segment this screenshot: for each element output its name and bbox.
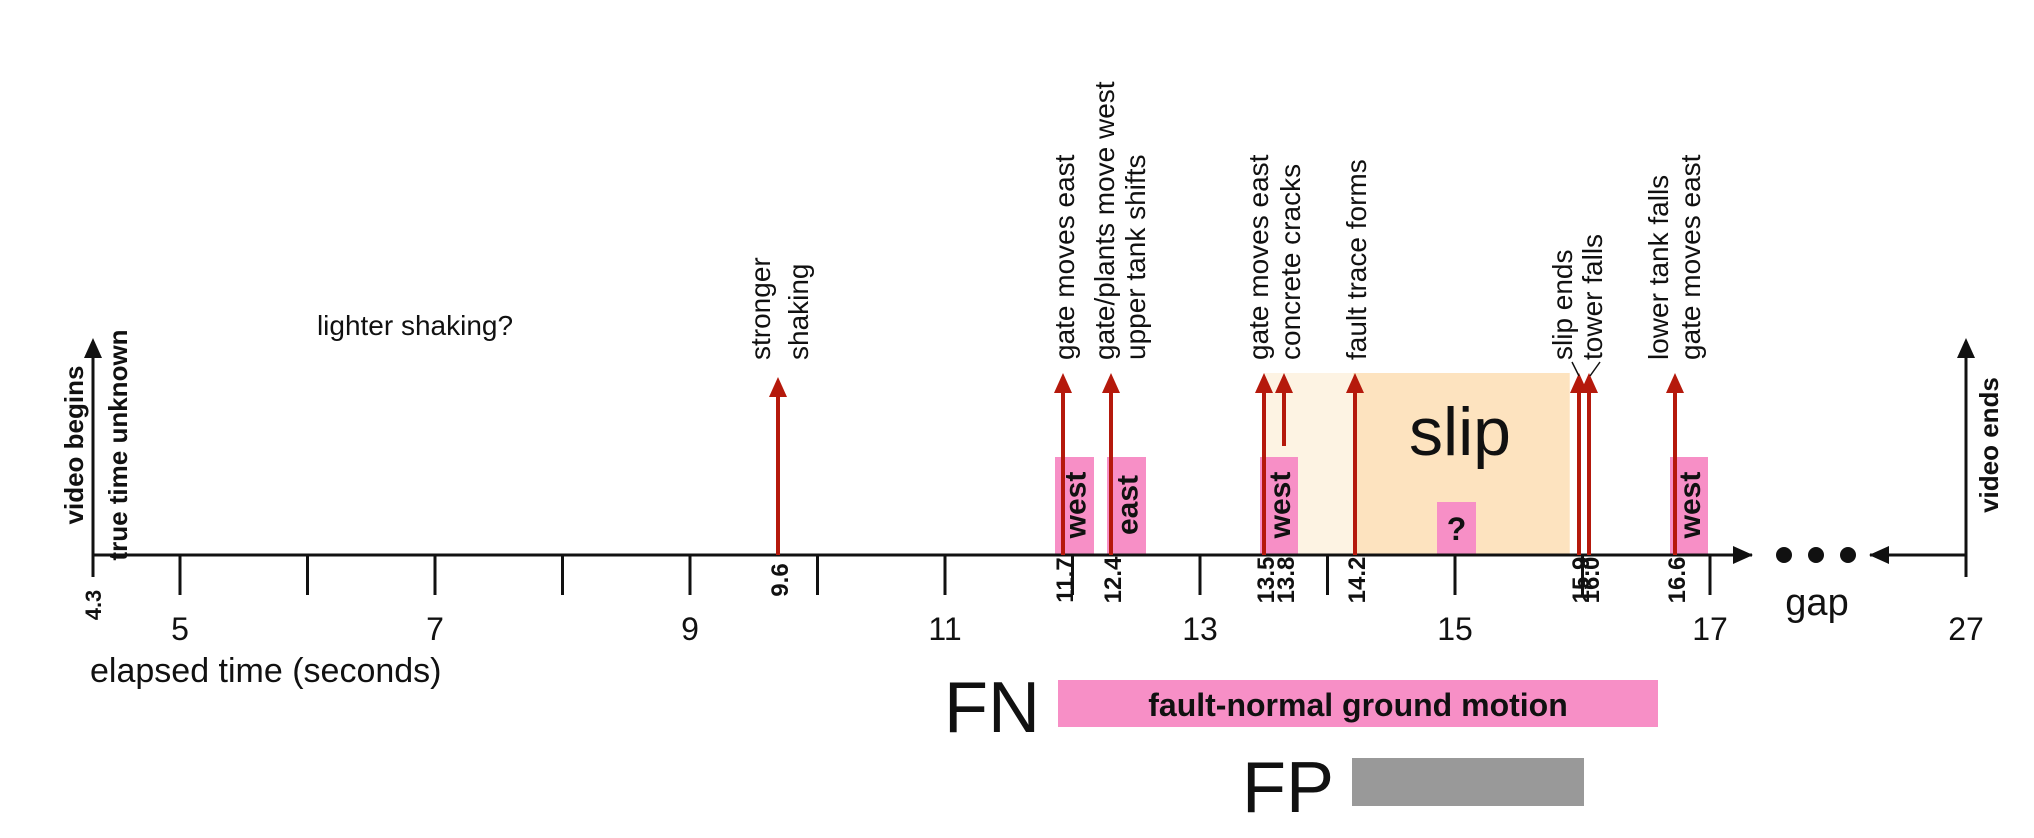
video-begins-arrow-icon [84,338,102,358]
event-arrow-icon [1102,373,1120,393]
event-caption: shaking [783,263,814,360]
motion-box [1437,502,1476,555]
event-caption: lower tank falls [1643,175,1674,360]
event-arrow-icon [1666,373,1684,393]
lighter-shaking-annotation: lighter shaking? [317,310,513,341]
event-time-label: 14.2 [1344,557,1371,604]
event-caption: stronger [745,257,776,360]
motion-box-label: west [1264,472,1297,540]
true-time-unknown-label: true time unknown [103,329,133,560]
motion-box-label: west [1674,472,1707,540]
motion-box [1260,457,1298,555]
tower-falls-leader [1589,361,1601,377]
event-time-label: 12.4 [1100,556,1127,603]
axis-arrow-left-icon [1869,546,1889,564]
event-time-label: 16.6 [1664,557,1691,604]
motion-box-label: west [1060,472,1093,540]
event-time-label: 11.7 [1052,557,1079,602]
event-caption: slip ends [1547,249,1578,360]
slip-ends-leader [1571,361,1580,377]
event-time-label: 13.8 [1273,557,1300,604]
x-axis-title: elapsed time (seconds) [90,652,442,690]
event-caption: tower falls [1577,234,1608,360]
axis-arrow-right-icon [1733,546,1753,564]
event-arrow-icon [769,377,787,397]
gap-label: gap [1785,582,1848,624]
fp-name-label: FP [1242,748,1334,828]
event-time-label: 16.0 [1578,557,1605,604]
fn-bar-label: fault-normal ground motion [1148,687,1568,723]
major-tick-label: 9 [681,611,699,647]
event-time-label: 9.6 [767,563,794,596]
event-caption: concrete cracks [1275,164,1306,360]
fn-bar [1058,680,1658,727]
video-ends-label: video ends [1974,377,2004,513]
gap-dot [1808,547,1824,563]
event-time-label: 13.5 [1253,557,1280,604]
event-caption: gate/plants move west [1089,81,1120,360]
event-arrow-icon [1346,373,1364,393]
fn-name-label: FN [944,668,1040,748]
event-caption: gate moves east [1049,154,1080,360]
event-time-label: 15.9 [1568,557,1595,604]
event-arrow-icon [1580,373,1598,393]
video-begins-label: video begins [59,366,89,525]
motion-box [1107,457,1146,555]
motion-box-label: east [1112,475,1145,535]
gap-dot [1840,547,1856,563]
major-tick-label: 17 [1692,611,1728,647]
gap-dot [1776,547,1792,563]
event-arrow-icon [1054,373,1072,393]
major-tick-label: 13 [1182,611,1218,647]
motion-box-label: ? [1447,511,1467,547]
event-caption: upper tank shifts [1120,155,1151,360]
fp-bar [1352,758,1584,806]
end-tick-label: 27 [1948,611,1984,647]
major-tick-label: 5 [171,611,189,647]
major-tick-label: 7 [426,611,444,647]
start-tick-label: 4.3 [81,590,106,621]
event-caption: gate moves east [1675,154,1706,360]
slip-label: slip [1409,394,1511,470]
event-caption: gate moves east [1243,154,1274,360]
event-arrow-icon [1255,373,1273,393]
major-tick-label: 15 [1437,611,1473,647]
major-tick-label: 11 [928,611,961,647]
event-caption: fault trace forms [1341,159,1372,360]
video-ends-arrow-icon [1957,338,1975,358]
event-arrow-icon [1275,373,1293,393]
